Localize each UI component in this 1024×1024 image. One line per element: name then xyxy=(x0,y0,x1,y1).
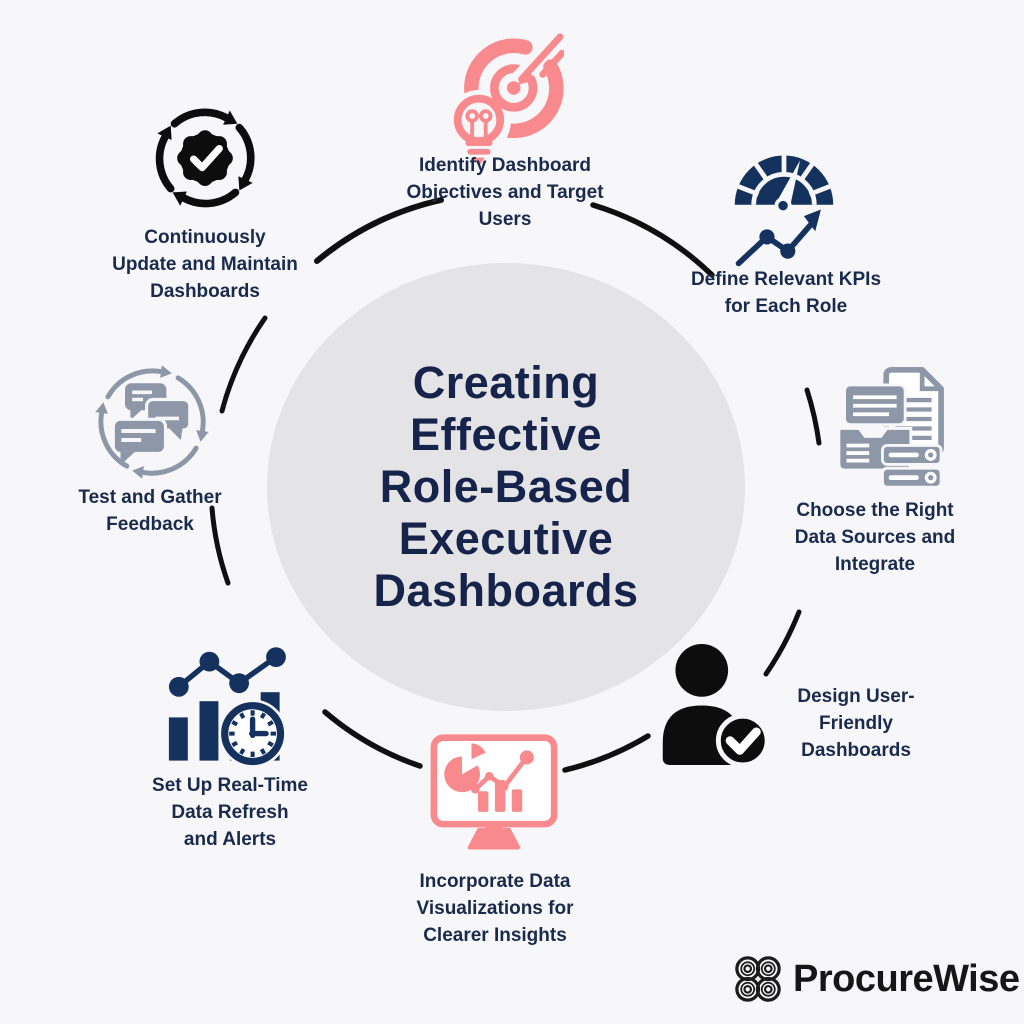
title-line: Dashboards xyxy=(373,565,639,616)
arc-segment xyxy=(219,315,268,414)
gauge-icon xyxy=(734,151,834,267)
step-label-identify-objectives: Identify Dashboard Objectives and Target… xyxy=(406,155,604,230)
user-check-icon xyxy=(662,644,770,768)
step-label-define-kpis: Define Relevant KPIs for Each Role xyxy=(690,269,882,317)
target-bulb-icon xyxy=(448,28,564,175)
step-label-design-user-friendly: Design User- Friendly Dashboards xyxy=(797,686,915,761)
data-sources-icon xyxy=(837,366,944,489)
brand-footer: ProcureWise xyxy=(732,953,1020,1005)
procurewise-knot-icon xyxy=(735,956,781,1002)
title-line: Role-Based xyxy=(379,461,633,512)
arc-segment xyxy=(322,709,423,769)
title-line: Executive xyxy=(398,513,614,564)
arc-segment xyxy=(562,733,651,773)
chat-refresh-icon xyxy=(95,365,209,479)
gear-refresh-icon xyxy=(155,108,255,208)
monitor-charts-icon xyxy=(430,734,558,850)
step-label-update-maintain: Continuously Update and Maintain Dashboa… xyxy=(112,227,298,302)
step-label-test-gather-feedback: Test and Gather Feedback xyxy=(78,487,222,535)
brand-name: ProcureWise xyxy=(793,957,1020,1000)
title-line: Creating xyxy=(412,357,600,408)
step-label-choose-data-sources: Choose the Right Data Sources and Integr… xyxy=(794,500,956,575)
step-label-setup-realtime-refresh: Set Up Real-Time Data Refresh and Alerts xyxy=(152,775,308,850)
center-title-circle: Creating Effective Role-Based Executive … xyxy=(267,263,745,711)
bar-chart-clock-icon xyxy=(168,647,287,766)
title-line: Effective xyxy=(409,409,603,460)
arc-segment xyxy=(804,387,822,446)
step-label-incorporate-visualizations: Incorporate Data Visualizations for Clea… xyxy=(416,871,574,946)
